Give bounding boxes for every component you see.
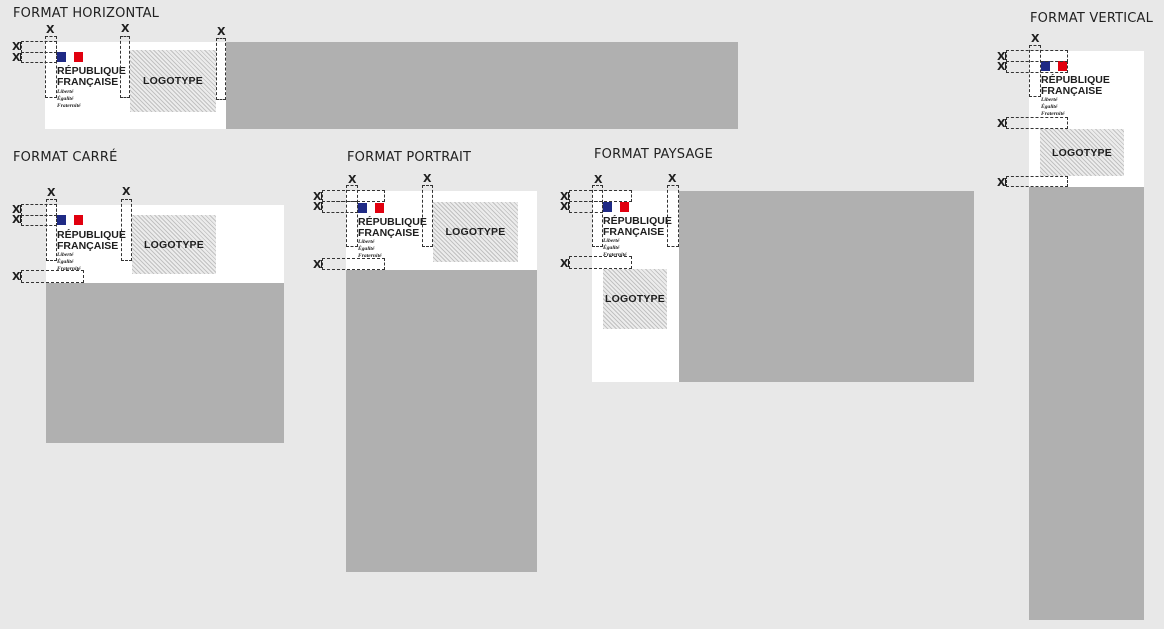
spacing-marker-bar (321, 192, 322, 200)
title-format-portrait: FORMAT PORTRAIT (347, 150, 472, 165)
spacing-guide (422, 185, 433, 247)
flag-icon (57, 215, 84, 225)
logotype-placeholder: LOGOTYPE (603, 269, 667, 329)
spacing-marker-x: X (594, 173, 603, 186)
spacing-marker-x: X (313, 190, 322, 203)
spacing-guide (1006, 61, 1068, 73)
image-area-horizontal (226, 42, 738, 129)
spacing-marker-x: X (348, 173, 357, 186)
spacing-marker-x: X (313, 258, 322, 271)
spacing-guide (592, 185, 603, 247)
image-area-paysage (679, 191, 974, 382)
spacing-marker-bar (20, 272, 21, 280)
spacing-marker-bar (1005, 119, 1006, 127)
spacing-guide (1006, 117, 1068, 129)
image-area-portrait (346, 270, 537, 572)
spacing-marker-x: X (121, 22, 130, 35)
spacing-guide (46, 199, 57, 261)
spacing-marker-x: X (423, 172, 432, 185)
logotype-placeholder: LOGOTYPE (433, 202, 518, 262)
title-format-horizontal: FORMAT HORIZONTAL (13, 6, 160, 21)
logotype-placeholder: LOGOTYPE (132, 215, 216, 274)
flag-icon (603, 202, 630, 212)
spacing-marker-x: X (560, 257, 569, 270)
spacing-marker-x: X (1031, 32, 1040, 45)
spacing-marker-x: X (217, 25, 226, 38)
spacing-guide (346, 185, 358, 247)
spacing-guide (45, 36, 57, 98)
logotype-placeholder: LOGOTYPE (130, 50, 216, 112)
spacing-marker-x: X (997, 60, 1006, 73)
spacing-marker-x: X (668, 172, 677, 185)
spacing-marker-x: X (12, 40, 21, 53)
flag-icon (358, 203, 385, 213)
spacing-marker-x: X (122, 185, 131, 198)
spacing-guide (322, 258, 385, 270)
spacing-guide (21, 270, 84, 283)
spacing-marker-x: X (997, 117, 1006, 130)
spacing-marker-x: X (997, 50, 1006, 63)
title-format-vertical: FORMAT VERTICAL (1030, 11, 1154, 26)
spacing-guide (120, 36, 130, 98)
spacing-guide (569, 256, 632, 269)
spacing-marker-x: X (313, 200, 322, 213)
logotype-placeholder: LOGOTYPE (1040, 129, 1124, 176)
spacing-marker-x: X (12, 270, 21, 283)
spacing-marker-bar (568, 202, 569, 210)
flag-icon (1041, 61, 1068, 71)
flag-icon (57, 52, 84, 62)
spacing-marker-bar (20, 53, 21, 61)
spacing-marker-x: X (560, 190, 569, 203)
image-area-carre (46, 283, 284, 443)
spacing-marker-bar (321, 260, 322, 268)
spacing-marker-bar (568, 259, 569, 267)
spacing-marker-x: X (12, 203, 21, 216)
spacing-marker-bar (1005, 178, 1006, 186)
spacing-marker-x: X (47, 186, 56, 199)
spacing-marker-bar (1005, 62, 1006, 70)
spacing-marker-x: X (46, 23, 55, 36)
spacing-marker-x: X (997, 176, 1006, 189)
title-format-paysage: FORMAT PAYSAGE (594, 147, 713, 162)
spacing-marker-bar (568, 192, 569, 200)
spacing-guide (1029, 45, 1041, 97)
spacing-marker-bar (1005, 52, 1006, 60)
spacing-marker-bar (321, 202, 322, 210)
spacing-marker-bar (20, 205, 21, 213)
spacing-guide (216, 38, 226, 100)
spacing-guide (1006, 176, 1068, 187)
spacing-marker-x: X (560, 200, 569, 213)
spacing-guide (121, 199, 132, 261)
title-format-carre: FORMAT CARRÉ (13, 150, 118, 165)
spacing-guide (667, 185, 679, 247)
spacing-marker-x: X (12, 51, 21, 64)
spacing-marker-bar (20, 215, 21, 223)
image-area-vertical (1029, 187, 1144, 620)
spacing-marker-bar (20, 42, 21, 50)
spacing-marker-x: X (12, 213, 21, 226)
